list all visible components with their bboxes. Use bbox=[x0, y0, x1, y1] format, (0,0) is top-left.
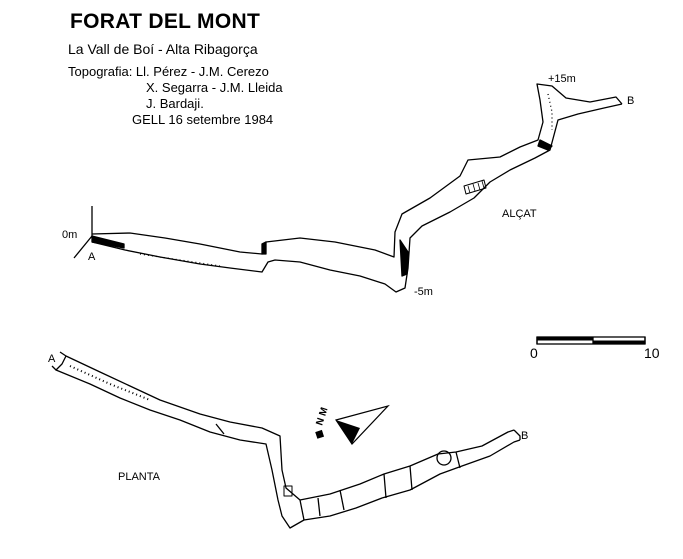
scale-bar-segment-2 bbox=[593, 340, 645, 344]
cross-section-1 bbox=[299, 499, 305, 521]
section-label: ALÇAT bbox=[502, 208, 537, 220]
map-subtitle: La Vall de Boí - Alta Ribagorça bbox=[68, 41, 258, 57]
sediment-step bbox=[261, 241, 267, 255]
elevation-section bbox=[73, 83, 623, 293]
scale-bar bbox=[536, 336, 646, 345]
cross-section-4 bbox=[383, 473, 387, 499]
cross-section-3 bbox=[339, 489, 345, 511]
plan-point-a: A bbox=[48, 353, 56, 365]
credit-line-4: GELL 16 setembre 1984 bbox=[132, 112, 274, 127]
cross-section-5 bbox=[409, 465, 413, 491]
depth-label-top: +15m bbox=[548, 73, 576, 85]
scale-min-label: 0 bbox=[530, 345, 538, 361]
sediment-entrance bbox=[91, 235, 125, 249]
plan-south-wall bbox=[55, 369, 521, 529]
scale-bar-segment-1 bbox=[537, 337, 593, 341]
depth-label-start: 0m bbox=[62, 229, 78, 241]
plan-entrance bbox=[51, 351, 67, 371]
plan-view bbox=[51, 351, 521, 529]
credit-line-1: Topografia: Ll. Pérez - J.M. Cerezo bbox=[68, 64, 269, 79]
section-point-a: A bbox=[88, 251, 96, 263]
plan-label: PLANTA bbox=[118, 471, 160, 483]
scale-max-label: 10 bbox=[644, 345, 660, 361]
credit-line-2: X. Segarra - J.M. Lleida bbox=[146, 80, 283, 95]
rubble-block bbox=[463, 179, 487, 195]
section-upper-wall bbox=[91, 83, 623, 258]
section-point-b: B bbox=[627, 95, 635, 107]
map-title: FORAT DEL MONT bbox=[70, 10, 261, 33]
north-arrow-marker bbox=[315, 429, 325, 439]
plan-rubble-dots bbox=[69, 365, 151, 401]
plan-north-wall bbox=[65, 355, 515, 501]
scale-bar-ticks bbox=[536, 337, 646, 344]
upper-dots bbox=[547, 93, 553, 130]
north-arrow-fill bbox=[336, 420, 360, 444]
entrance-slope bbox=[73, 235, 93, 259]
plan-chamber bbox=[436, 450, 452, 466]
sediment-shaft bbox=[399, 239, 409, 277]
sediment-upper bbox=[537, 139, 553, 151]
plan-step bbox=[215, 423, 225, 435]
section-lower-wall bbox=[91, 103, 623, 293]
north-arrow-icon: N M bbox=[314, 404, 390, 445]
depth-label-low: -5m bbox=[414, 286, 433, 298]
plan-point-b: B bbox=[521, 430, 529, 442]
floor-dots bbox=[139, 253, 221, 267]
rubble-hatch bbox=[467, 180, 485, 194]
north-arrow-label: N M bbox=[314, 406, 330, 427]
credit-line-3: J. Bardaji. bbox=[146, 96, 204, 111]
plan-end-b bbox=[513, 429, 521, 440]
plan-pit bbox=[283, 485, 293, 497]
cross-section-6 bbox=[455, 451, 461, 469]
cross-section-2 bbox=[317, 497, 321, 517]
